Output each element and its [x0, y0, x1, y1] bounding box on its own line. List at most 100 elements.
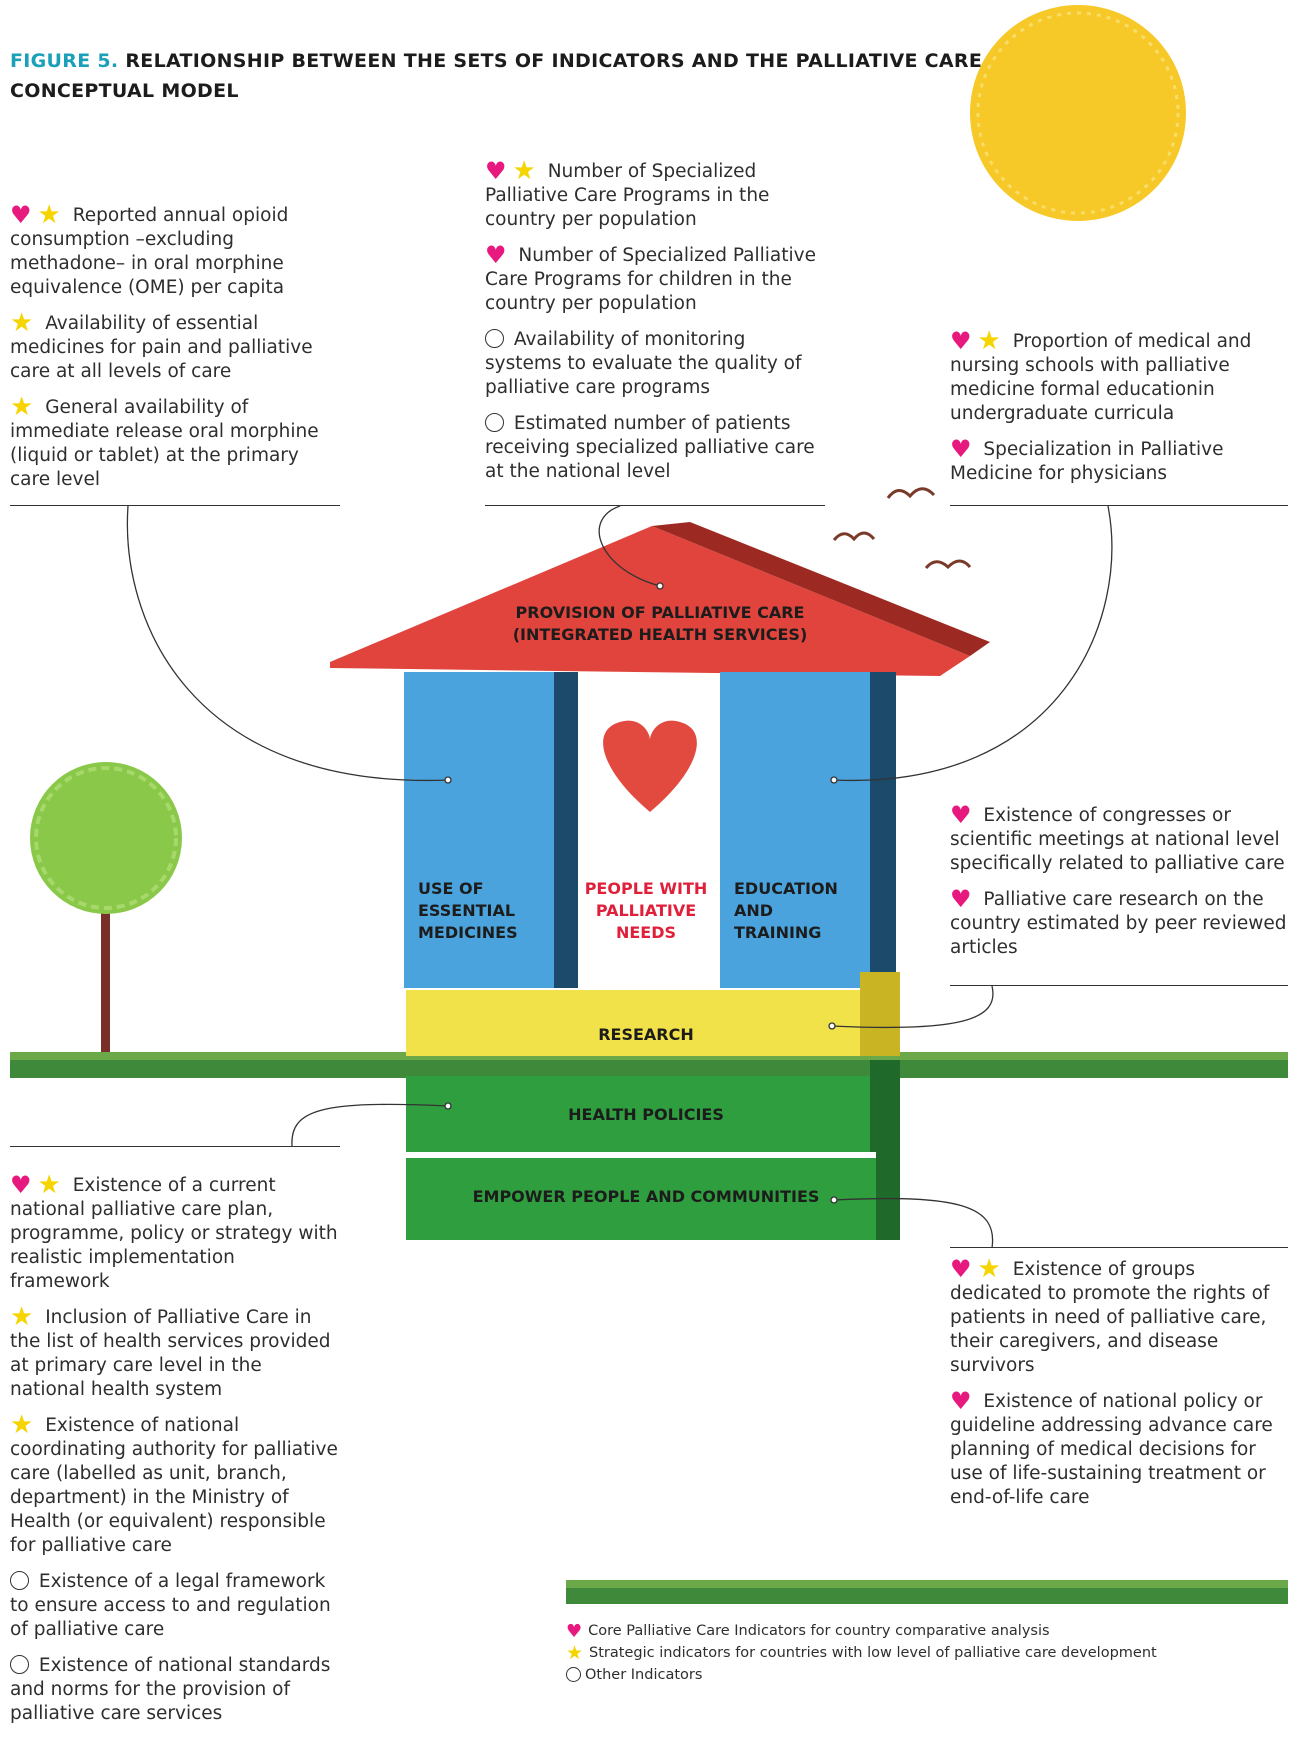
star-icon: ★ [977, 1254, 1001, 1284]
legend-item-strategic: ★ Strategic indicators for countries with… [566, 1642, 1157, 1664]
divider-empower [950, 1247, 1288, 1248]
bird-icon [924, 559, 972, 570]
indicator-item: ★ General availability of immediate rele… [10, 392, 340, 492]
empower-label: EMPOWER PEOPLE AND COMMUNITIES [473, 1187, 820, 1206]
empower-indicators: ♥★ Existence of groups dedicated to prom… [950, 1254, 1288, 1522]
empower-block [406, 1158, 886, 1240]
provision-indicators: ♥★ Number of Specialized Palliative Care… [485, 156, 825, 496]
legend-grass-highlight [566, 1580, 1288, 1588]
connector-dot [830, 776, 838, 784]
roof-shadow [652, 522, 990, 656]
circle-icon [485, 329, 504, 348]
heart-handshake-icon [603, 720, 697, 812]
indicator-text: Estimated number of patients receiving s… [485, 413, 815, 482]
legend-item-other: Other Indicators [566, 1664, 1157, 1686]
figure-title-text: RELATIONSHIP BETWEEN THE SETS OF INDICAT… [10, 50, 1152, 102]
indicator-text: Existence of national standards and norm… [10, 1655, 331, 1724]
indicator-item: ★ Existence of national coordinating aut… [10, 1410, 340, 1558]
indicator-text: Number of Specialized Palliative Care Pr… [485, 245, 816, 314]
indicator-item: ★ Availability of essential medicines fo… [10, 308, 340, 384]
divider-provision [485, 505, 825, 506]
indicator-item: ♥ Number of Specialized Palliative Care … [485, 243, 825, 316]
health-policies-block [406, 1076, 886, 1152]
star-icon: ★ [977, 326, 1001, 356]
indicator-text: Inclusion of Palliative Care in the list… [10, 1307, 331, 1400]
bird-icon [832, 531, 876, 542]
research-side [860, 972, 900, 1056]
divider-policies [10, 1146, 340, 1147]
tree-texture [34, 766, 178, 910]
tree-trunk [101, 858, 110, 1058]
left-pillar-label-2: ESSENTIAL [418, 901, 515, 920]
heart-icon: ♥ [10, 201, 32, 229]
roof-label-line2: (INTEGRATED HEALTH SERVICES) [513, 625, 808, 644]
legend-text: Strategic indicators for countries with … [589, 1645, 1157, 1661]
heart-icon: ♥ [950, 1255, 972, 1283]
connector-dot [444, 776, 452, 784]
indicator-item: ★ Inclusion of Palliative Care in the li… [10, 1302, 340, 1402]
circle-icon [566, 1667, 581, 1682]
connector-research [831, 985, 994, 1029]
left-pillar-label-1: USE OF [418, 879, 484, 898]
indicator-item: ♥★ Existence of groups dedicated to prom… [950, 1254, 1288, 1378]
tree-icon [30, 762, 182, 914]
right-pillar-label-3: TRAINING [734, 923, 821, 942]
connector-empower [833, 1197, 994, 1249]
divider-education [950, 505, 1288, 506]
heart-icon: ♥ [950, 435, 972, 463]
sun-texture [976, 11, 1180, 215]
legend-item-core: ♥Core Palliative Care Indicators for cou… [566, 1620, 1157, 1642]
heart-icon: ♥ [950, 327, 972, 355]
star-icon: ★ [10, 392, 34, 422]
connector-dot [830, 1196, 838, 1204]
right-pillar-label-2: AND [734, 901, 773, 920]
indicator-item: ♥ Palliative care research on the countr… [950, 887, 1288, 960]
star-icon: ★ [10, 308, 34, 338]
indicator-text: Specialization in Palliative Medicine fo… [950, 439, 1224, 484]
indicator-item: Existence of a legal framework to ensure… [10, 1570, 340, 1642]
heart-icon: ♥ [10, 1171, 32, 1199]
connector-provision [598, 505, 661, 587]
indicator-text: Existence of a legal framework to ensure… [10, 1571, 331, 1640]
indicator-item: Estimated number of patients receiving s… [485, 412, 825, 484]
circle-icon [10, 1655, 29, 1674]
indicator-text: Availability of monitoring systems to ev… [485, 329, 802, 398]
indicator-text: Number of Specialized Palliative Care Pr… [485, 161, 770, 230]
indicator-item: ♥★ Number of Specialized Palliative Care… [485, 156, 825, 232]
divider-research [950, 985, 1288, 986]
right-pillar-side [870, 672, 896, 988]
star-icon: ★ [10, 1302, 34, 1332]
star-icon: ★ [37, 200, 61, 230]
connector-medicines [126, 505, 449, 781]
circle-icon [485, 413, 504, 432]
center-label-3: NEEDS [616, 923, 676, 942]
indicator-item: Existence of national standards and norm… [10, 1654, 340, 1726]
roof-label-line1: PROVISION OF PALLIATIVE CARE [516, 603, 805, 622]
connector-education [833, 505, 1113, 781]
star-icon: ★ [512, 156, 536, 186]
star-icon: ★ [10, 1410, 34, 1440]
research-indicators: ♥ Existence of congresses or scientific … [950, 803, 1288, 972]
indicator-item: ♥ Existence of national policy or guidel… [950, 1387, 1288, 1510]
indicator-item: ♥★ Proportion of medical and nursing sch… [950, 326, 1288, 426]
policy-indicators: ♥★ Existence of a current national palli… [10, 1170, 340, 1738]
left-pillar-block [404, 672, 554, 988]
indicator-text: Existence of national coordinating autho… [10, 1415, 338, 1556]
star-icon: ★ [37, 1170, 61, 1200]
star-icon: ★ [566, 1642, 584, 1664]
right-pillar-block [720, 672, 870, 988]
legend: ♥Core Palliative Care Indicators for cou… [566, 1620, 1157, 1686]
center-label-2: PALLIATIVE [596, 901, 696, 920]
health-policies-label: HEALTH POLICIES [568, 1105, 724, 1124]
indicator-item: ♥★ Existence of a current national palli… [10, 1170, 340, 1294]
heart-icon: ♥ [485, 157, 507, 185]
indicator-text: General availability of immediate releas… [10, 397, 319, 490]
indicator-item: ♥★ Reported annual opioid consumption –e… [10, 200, 340, 300]
indicator-text: Existence of a current national palliati… [10, 1175, 338, 1292]
indicator-text: Existence of groups dedicated to promote… [950, 1259, 1270, 1376]
roof-block [330, 526, 970, 676]
heart-icon: ♥ [950, 1387, 972, 1415]
connector-dot [656, 582, 664, 590]
heart-icon: ♥ [566, 1621, 583, 1642]
